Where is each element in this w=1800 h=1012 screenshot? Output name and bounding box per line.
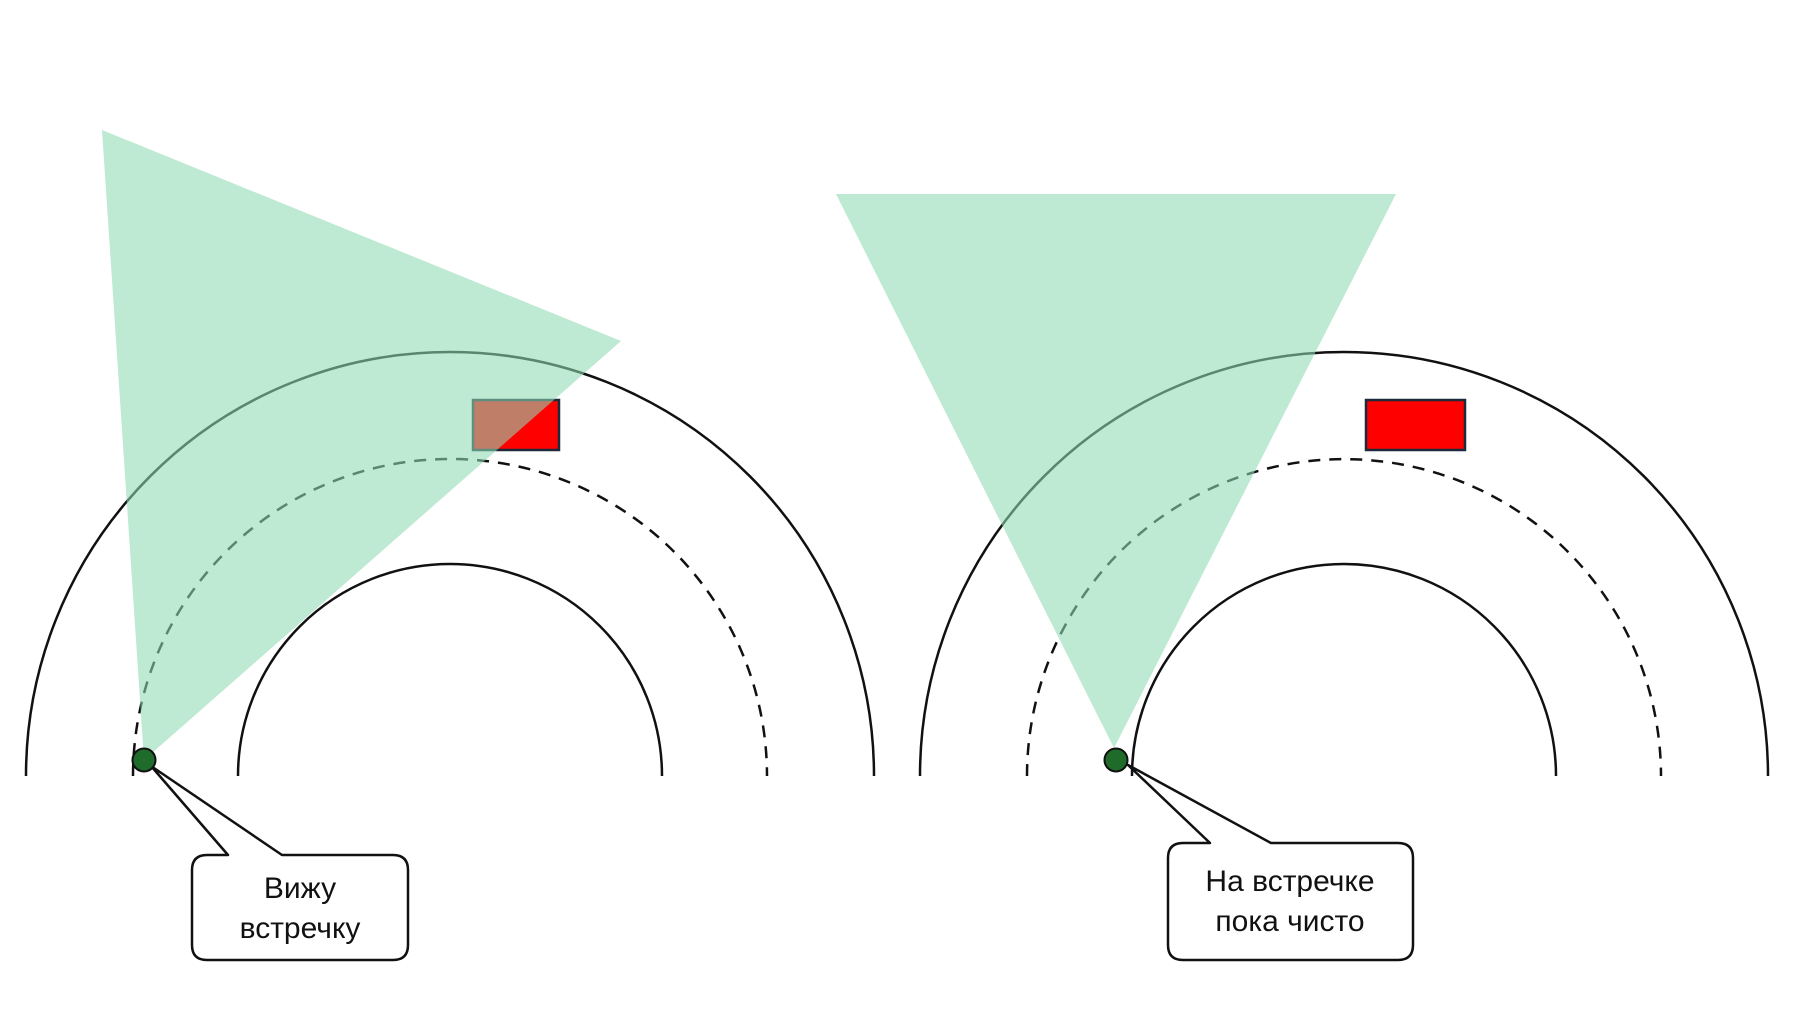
panel-left: Вижу встречку (24, 130, 876, 962)
road-inner-edge-left (236, 562, 664, 777)
panel-right: На встречке пока чисто (836, 194, 1770, 962)
road-outer-edge-right (918, 350, 1770, 777)
road-inner-edge-right (1130, 562, 1558, 777)
callout-line-1-right: На встречке (1205, 865, 1374, 898)
callout-line-1-left: Вижу (264, 872, 336, 905)
oncoming-vehicle-right (1364, 398, 1467, 452)
view-cone-right (836, 194, 1396, 748)
observer-dot-left (131, 747, 157, 773)
callout-bubble-right (1126, 763, 1415, 962)
callout-bubble-left (149, 764, 410, 962)
callout-line-2-left: встречку (240, 912, 361, 945)
view-cone-left (102, 130, 621, 760)
callout-left: Вижу встречку (149, 764, 410, 962)
callout-line-2-right: пока чисто (1215, 905, 1364, 938)
callout-right: На встречке пока чисто (1126, 763, 1415, 962)
observer-dot-right (1103, 747, 1129, 773)
